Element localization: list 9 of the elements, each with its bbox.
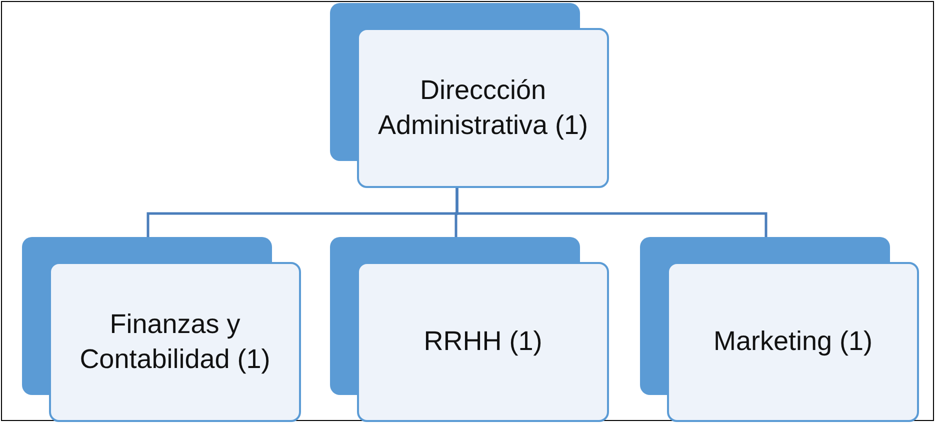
box-label: Marketing (1) <box>713 325 873 358</box>
box-label: Finanzas y Contabilidad (1) <box>78 308 272 376</box>
org-chart-box <box>640 237 919 422</box>
org-chart-box <box>330 3 609 188</box>
org-chart-box <box>22 237 301 422</box>
org-chart-box <box>330 237 609 422</box>
connector-line <box>456 188 768 237</box>
box-label: RRHH (1) <box>424 325 542 358</box>
box-label: Direccción Administrativa (1) <box>376 74 590 142</box>
